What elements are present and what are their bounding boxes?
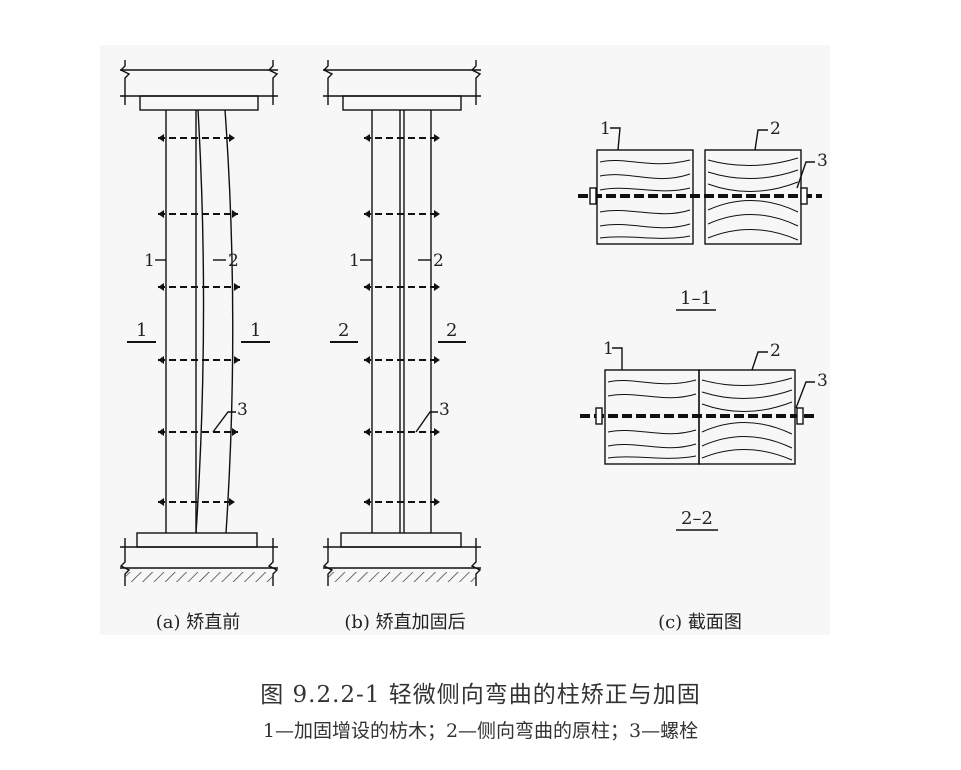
section-title: 1–1	[680, 288, 712, 309]
top-beam	[119, 60, 279, 111]
timber-left	[371, 110, 401, 533]
label-2: 2	[433, 251, 444, 271]
section-2-2	[580, 347, 815, 531]
section-label-left: 1	[136, 320, 147, 341]
leader-1	[612, 347, 623, 370]
panel-a-caption: (a) 矫直前	[156, 612, 241, 633]
washer-left	[595, 407, 603, 425]
straightened-column	[403, 110, 432, 533]
section-label-right: 1	[250, 320, 261, 341]
figure-title: 图 9.2.2-1 轻微侧向弯曲的柱矫正与加固	[260, 682, 701, 708]
leader-1	[610, 127, 621, 151]
leader-2	[754, 129, 768, 151]
label-3: 3	[817, 151, 828, 171]
leader-2	[751, 351, 768, 371]
washer-right	[796, 407, 804, 425]
panel-c-caption: (c) 截面图	[658, 612, 742, 633]
top-beam	[322, 60, 482, 111]
wood-grain	[707, 157, 799, 241]
label-1: 1	[603, 339, 614, 359]
wood-grain	[607, 379, 697, 459]
section-label-left: 2	[338, 320, 349, 341]
figure-diagram: 1 2 3 1 1 (a) 矫直前	[119, 60, 828, 633]
wood-grain	[701, 377, 793, 461]
bolts	[158, 137, 240, 503]
label-1: 1	[349, 251, 360, 271]
label-3: 3	[237, 400, 248, 420]
base-plinth	[322, 532, 482, 586]
wood-grain	[599, 159, 691, 239]
label-2: 2	[228, 251, 239, 271]
timber-left	[165, 110, 197, 533]
label-1: 1	[600, 119, 611, 139]
leader-3	[415, 411, 438, 433]
bolt-ends	[158, 134, 240, 506]
washer-left	[589, 187, 597, 205]
washer-right	[800, 187, 808, 205]
label-3: 3	[817, 371, 828, 391]
leader-3	[795, 381, 815, 409]
section-1-1	[578, 127, 822, 311]
label-3: 3	[439, 400, 450, 420]
panel-b	[322, 60, 482, 586]
panel-a	[119, 60, 279, 586]
section-title: 2–2	[681, 508, 713, 529]
section-label-right: 2	[446, 320, 457, 341]
base-plinth	[119, 532, 279, 586]
bent-column	[195, 109, 234, 534]
label-1: 1	[144, 251, 155, 271]
leader-3	[212, 411, 236, 433]
bolts	[364, 137, 440, 503]
panel-b-caption: (b) 矫直加固后	[344, 612, 465, 633]
label-2: 2	[770, 341, 781, 361]
bolt-ends	[364, 134, 440, 506]
figure-note: 1—加固增设的枋木；2—侧向弯曲的原柱；3—螺栓	[262, 720, 699, 742]
leader-3	[796, 161, 815, 189]
label-2: 2	[770, 119, 781, 139]
